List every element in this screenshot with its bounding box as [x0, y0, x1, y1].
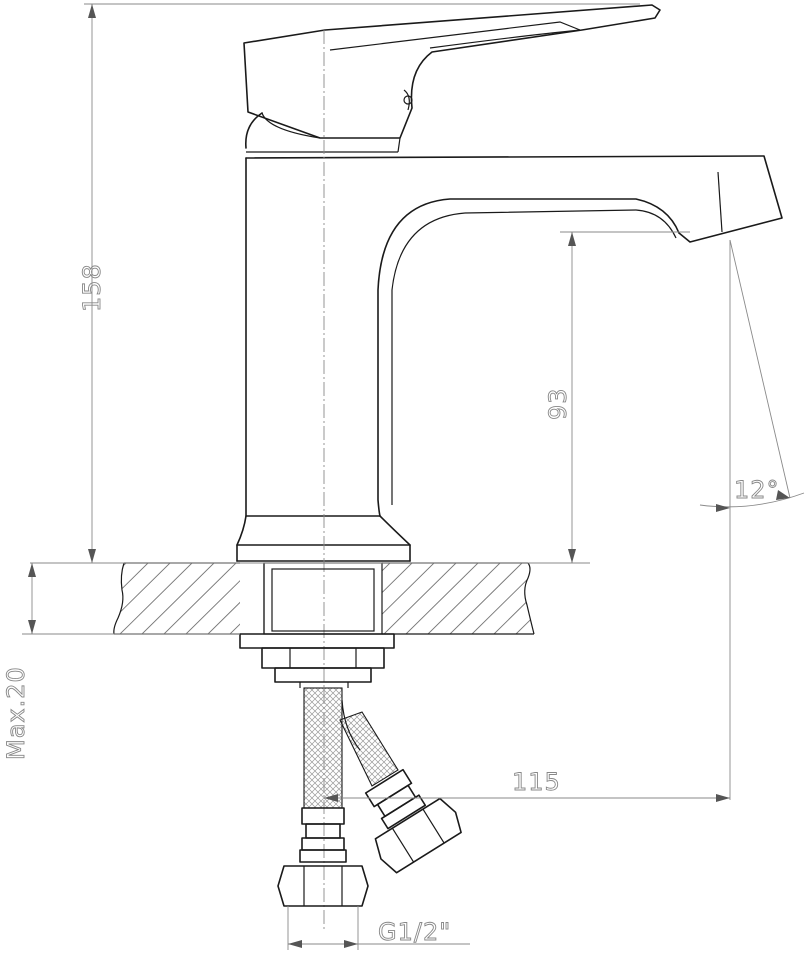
hatch-line [10, 563, 82, 634]
supply-hoses [277, 687, 462, 907]
hatch-line [229, 563, 303, 634]
dimension-spout-height: 93 [544, 231, 690, 563]
hatch-line [648, 563, 720, 634]
faucet-body [236, 112, 783, 562]
hatch-line [185, 563, 259, 634]
spout-reach-label: 115 [512, 768, 561, 796]
hatch-line [604, 563, 676, 634]
hatch-line [0, 563, 16, 634]
hatch-line [515, 563, 534, 634]
hatch-line [692, 563, 764, 634]
hatch-line [295, 563, 369, 634]
hatch-line [538, 563, 610, 634]
hatch-line [582, 563, 654, 634]
hatch-line [163, 563, 237, 634]
hatch-line [113, 563, 171, 634]
dimension-max-thickness: Max.20 [2, 563, 240, 760]
hatch-line [317, 563, 391, 634]
hatch-line [670, 563, 742, 634]
hatch-line [560, 563, 632, 634]
hatch-line [251, 563, 325, 634]
dimension-total-height: 158 [78, 3, 640, 563]
spout-height-label: 93 [544, 387, 572, 420]
lever-handle [243, 4, 661, 153]
hatch-line [449, 563, 523, 634]
hatch-line [361, 563, 435, 634]
hatch-line [113, 563, 149, 634]
hatch-line [626, 563, 698, 634]
spout-angle-label: 12° [734, 476, 780, 504]
mounting-shank [239, 562, 395, 688]
hatch-line [471, 563, 534, 634]
hatch-line [427, 563, 501, 634]
hatch-line [383, 563, 457, 634]
hatch-line [207, 563, 281, 634]
thread-label: G1/2" [378, 918, 451, 946]
dimension-spout-angle: 12° [699, 239, 805, 800]
total-height-label: 158 [78, 263, 106, 312]
max-thickness-label: Max.20 [2, 666, 30, 760]
hatch-line [339, 563, 413, 634]
hatch-line [119, 563, 193, 634]
dimension-thread: G1/2" [287, 906, 470, 950]
hatch-line [141, 563, 215, 634]
dimension-spout-reach: 115 [324, 768, 730, 802]
hatch-line [32, 563, 104, 634]
hatch-line [273, 563, 347, 634]
hatch-line [405, 563, 479, 634]
